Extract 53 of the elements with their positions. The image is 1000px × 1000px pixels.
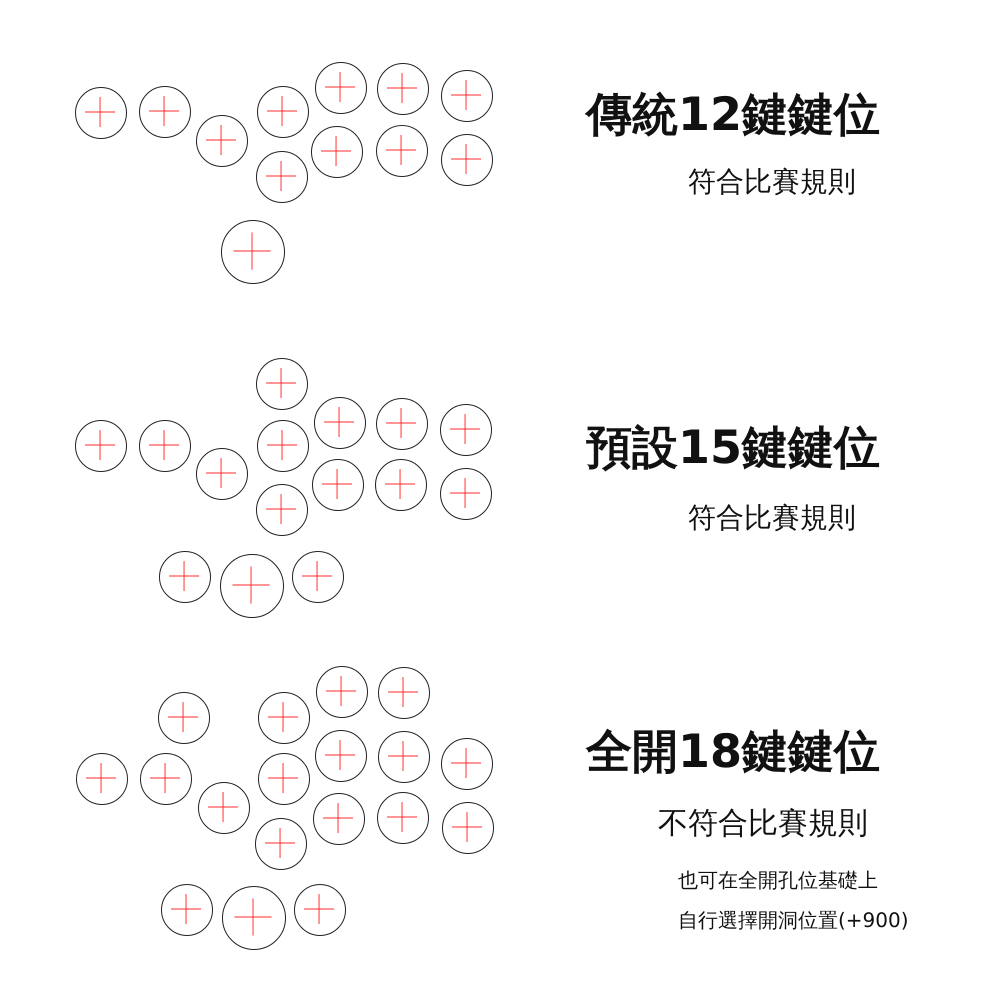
rule-note: 不符合比賽規則 <box>658 806 868 842</box>
button-hole <box>140 753 192 805</box>
button-hole <box>257 86 309 138</box>
layout-title: 傳統12鍵鍵位 <box>586 87 880 143</box>
button-hole <box>139 420 191 472</box>
button-hole <box>139 86 191 138</box>
button-hole <box>376 398 428 450</box>
button-hole <box>440 468 492 520</box>
button-hole <box>378 731 430 783</box>
button-hole <box>316 666 368 718</box>
button-hole <box>294 884 346 936</box>
button-hole <box>441 134 493 186</box>
button-hole <box>158 692 210 744</box>
option-note: 自行選擇開洞位置(+900) <box>678 908 909 932</box>
button-hole <box>255 818 307 870</box>
layout-title: 全開18鍵鍵位 <box>586 724 880 780</box>
rule-note: 符合比賽規則 <box>688 165 856 199</box>
button-hole <box>198 782 250 834</box>
button-hole <box>256 151 308 203</box>
button-hole <box>375 459 427 511</box>
button-hole <box>377 63 429 115</box>
button-hole <box>311 126 363 178</box>
rule-note: 符合比賽規則 <box>688 501 856 535</box>
button-hole <box>442 802 494 854</box>
button-hole <box>441 738 493 790</box>
button-hole <box>76 753 128 805</box>
button-hole <box>221 220 285 284</box>
button-hole <box>313 793 365 845</box>
button-hole <box>196 448 248 500</box>
button-hole <box>75 87 127 139</box>
option-note: 也可在全開孔位基礎上 <box>678 868 878 892</box>
button-hole <box>314 397 366 449</box>
button-hole <box>258 692 310 744</box>
button-hole <box>315 62 367 114</box>
button-hole <box>312 459 364 511</box>
button-hole <box>315 730 367 782</box>
button-hole <box>256 484 308 536</box>
button-hole <box>159 551 211 603</box>
button-hole <box>222 886 286 950</box>
button-hole <box>220 554 284 618</box>
layout-title: 預設15鍵鍵位 <box>586 420 880 476</box>
button-hole <box>258 753 310 805</box>
button-hole <box>376 125 428 177</box>
button-hole <box>292 551 344 603</box>
button-hole <box>196 115 248 167</box>
button-hole <box>256 358 308 410</box>
button-hole <box>257 420 309 472</box>
button-hole <box>441 70 493 122</box>
button-hole <box>75 420 127 472</box>
button-hole <box>161 884 213 936</box>
button-hole <box>440 404 492 456</box>
button-hole <box>377 792 429 844</box>
button-hole <box>378 667 430 719</box>
